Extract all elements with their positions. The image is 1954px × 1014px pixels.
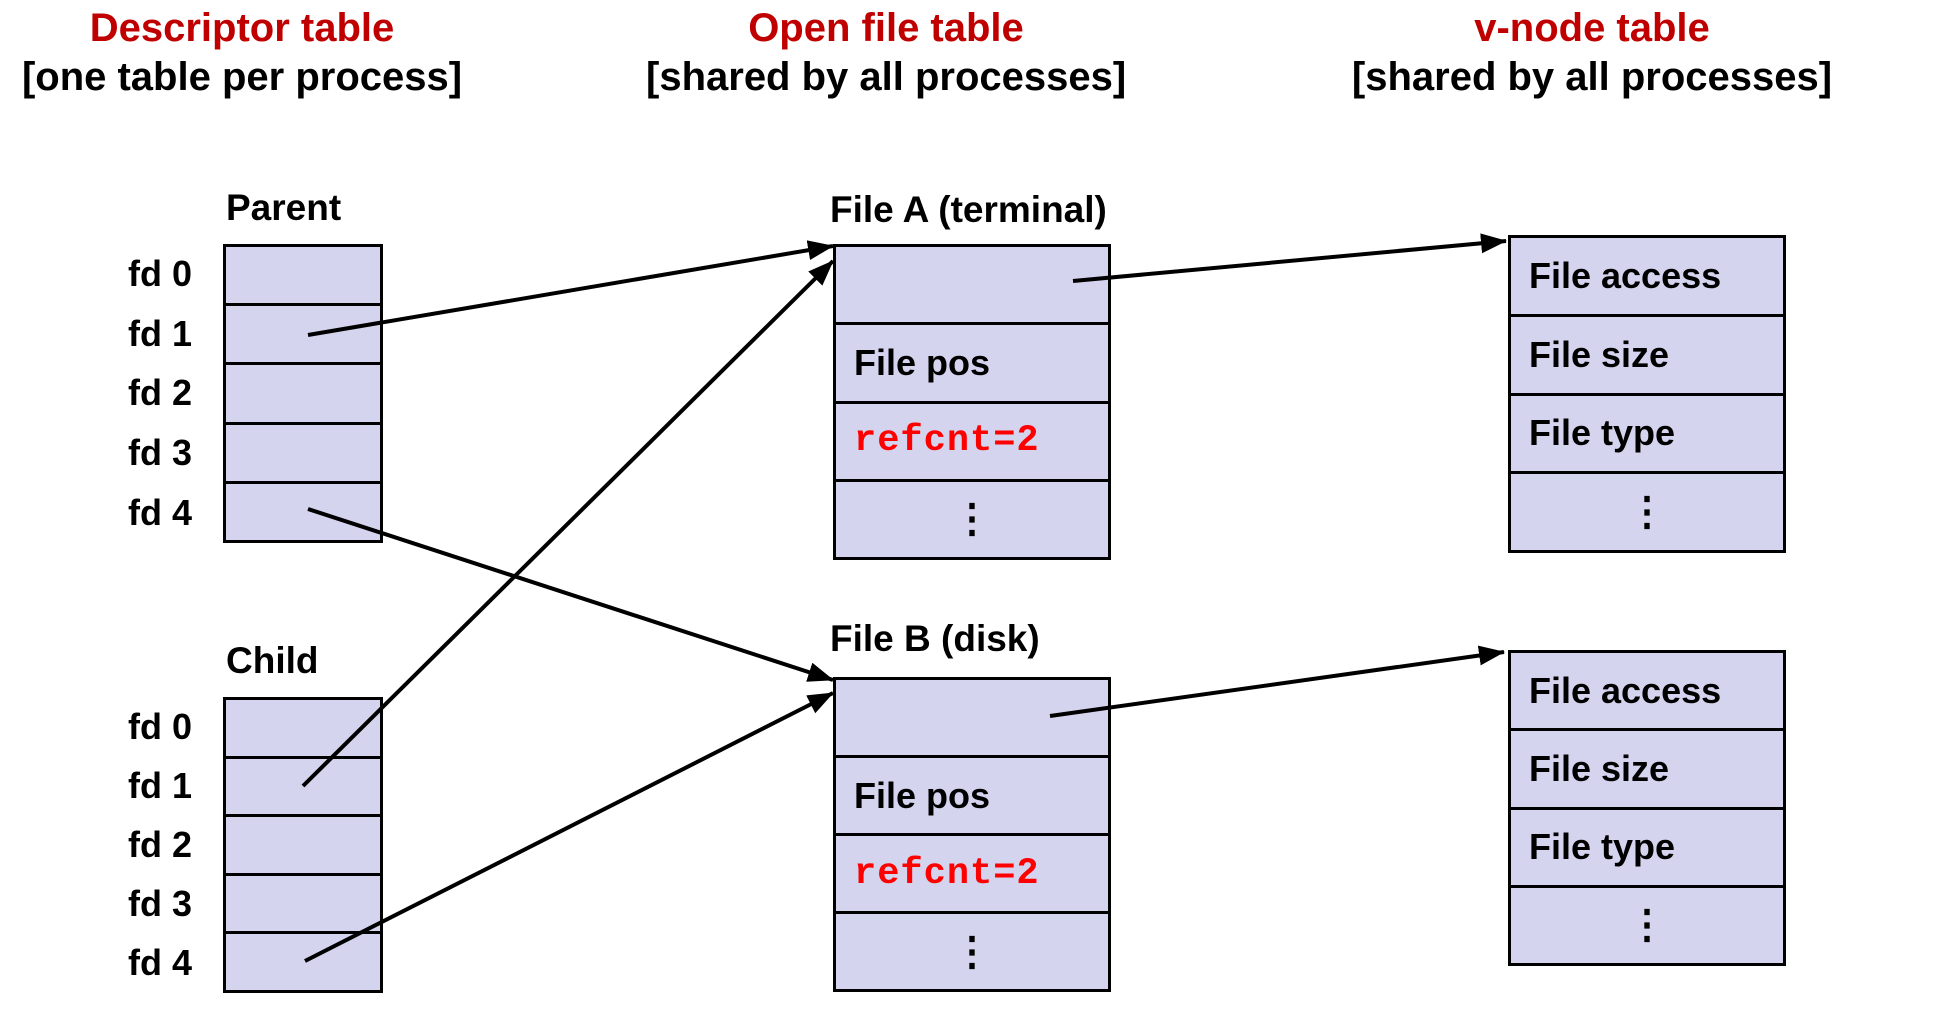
- vnode1-ellipsis: ⋮: [1627, 490, 1667, 535]
- vnode2-ellipsis-cell: ⋮: [1511, 888, 1783, 963]
- parent-fd4-label: fd 4: [128, 492, 193, 534]
- child-fd1-label: fd 1: [128, 764, 193, 806]
- vnode-table-header: v-node table [shared by all processes]: [1332, 4, 1852, 102]
- parent-descriptor-table: [223, 244, 383, 543]
- file-a-pointer-cell: [836, 247, 1108, 326]
- vnode2-file-access-cell: File access: [1511, 653, 1783, 732]
- vnode2-file-size-cell: File size: [1511, 731, 1783, 810]
- child-fd2-label: fd 2: [128, 824, 193, 865]
- open-file-table-subtitle: [shared by all processes]: [646, 55, 1127, 99]
- parent-fd1-label: fd 1: [128, 312, 193, 354]
- child-table-label: Child: [226, 640, 319, 681]
- child-fd1-cell: [226, 759, 380, 818]
- file-b-table: File pos refcnt=2 ⋮: [833, 677, 1111, 992]
- child-fd-labels: fd 0 fd 1 fd 2 fd 3 fd 4: [128, 697, 192, 993]
- vnode1-ellipsis-cell: ⋮: [1511, 474, 1783, 550]
- descriptor-table-title: Descriptor table: [89, 6, 395, 50]
- file-a-ellipsis: ⋮: [952, 497, 992, 542]
- vnode2-ellipsis: ⋮: [1627, 903, 1667, 948]
- arrow-child-fd4-to-file-b: [304, 691, 834, 963]
- file-b-refcnt-cell: refcnt=2: [836, 836, 1108, 914]
- vnode-table-2: File access File size File type ⋮: [1508, 650, 1786, 966]
- child-fd3-cell: [226, 876, 380, 935]
- arrow-parent-fd4-to-file-b: [307, 507, 834, 682]
- parent-fd0-label: fd 0: [128, 252, 193, 294]
- parent-fd3-label: fd 3: [128, 432, 193, 474]
- child-descriptor-table: [223, 697, 383, 993]
- file-a-refcnt-cell: refcnt=2: [836, 404, 1108, 482]
- arrow-parent-fd1-to-file-a: [307, 240, 834, 337]
- open-file-table-header: Open file table [shared by all processes…: [646, 4, 1126, 102]
- child-fd2-cell: [226, 817, 380, 876]
- child-fd3-label: fd 3: [128, 883, 193, 925]
- file-b-ellipsis: ⋮: [952, 929, 992, 974]
- parent-fd2-cell: [226, 365, 380, 425]
- file-a-table: File pos refcnt=2 ⋮: [833, 244, 1111, 560]
- arrow-file-a-to-vnode1: [1072, 233, 1507, 283]
- child-fd4-cell: [226, 934, 380, 990]
- vnode-table-subtitle: [shared by all processes]: [1351, 55, 1833, 99]
- vnode1-file-type-cell: File type: [1511, 396, 1783, 475]
- parent-fd4-cell: [226, 484, 380, 540]
- arrow-file-b-to-vnode2: [1049, 645, 1505, 718]
- parent-fd0-cell: [226, 247, 380, 307]
- parent-fd1-cell: [226, 306, 380, 366]
- vnode1-file-size-cell: File size: [1511, 317, 1783, 396]
- descriptor-table-subtitle: [one table per process]: [21, 55, 463, 99]
- parent-table-label: Parent: [226, 187, 342, 228]
- file-a-ellipsis-cell: ⋮: [836, 482, 1108, 557]
- parent-fd3-cell: [226, 425, 380, 484]
- vnode2-file-type-cell: File type: [1511, 810, 1783, 888]
- open-file-table-title: Open file table: [748, 6, 1024, 50]
- file-b-title: File B (disk): [830, 618, 1040, 659]
- parent-fd2-label: fd 2: [128, 372, 193, 414]
- vnode-table-1: File access File size File type ⋮: [1508, 235, 1786, 553]
- file-b-ellipsis-cell: ⋮: [836, 914, 1108, 989]
- file-a-filepos-cell: File pos: [836, 325, 1108, 404]
- child-fd0-cell: [226, 700, 380, 759]
- file-b-filepos-cell: File pos: [836, 758, 1108, 836]
- parent-fd-labels: fd 0 fd 1 fd 2 fd 3 fd 4: [128, 244, 192, 543]
- descriptor-table-header: Descriptor table [one table per process]: [2, 4, 482, 102]
- child-fd4-label: fd 4: [128, 942, 193, 984]
- vnode-table-title: v-node table: [1474, 6, 1710, 50]
- child-fd0-label: fd 0: [128, 705, 193, 747]
- vnode1-file-access-cell: File access: [1511, 238, 1783, 317]
- file-a-title: File A (terminal): [830, 189, 1107, 230]
- file-b-pointer-cell: [836, 680, 1108, 758]
